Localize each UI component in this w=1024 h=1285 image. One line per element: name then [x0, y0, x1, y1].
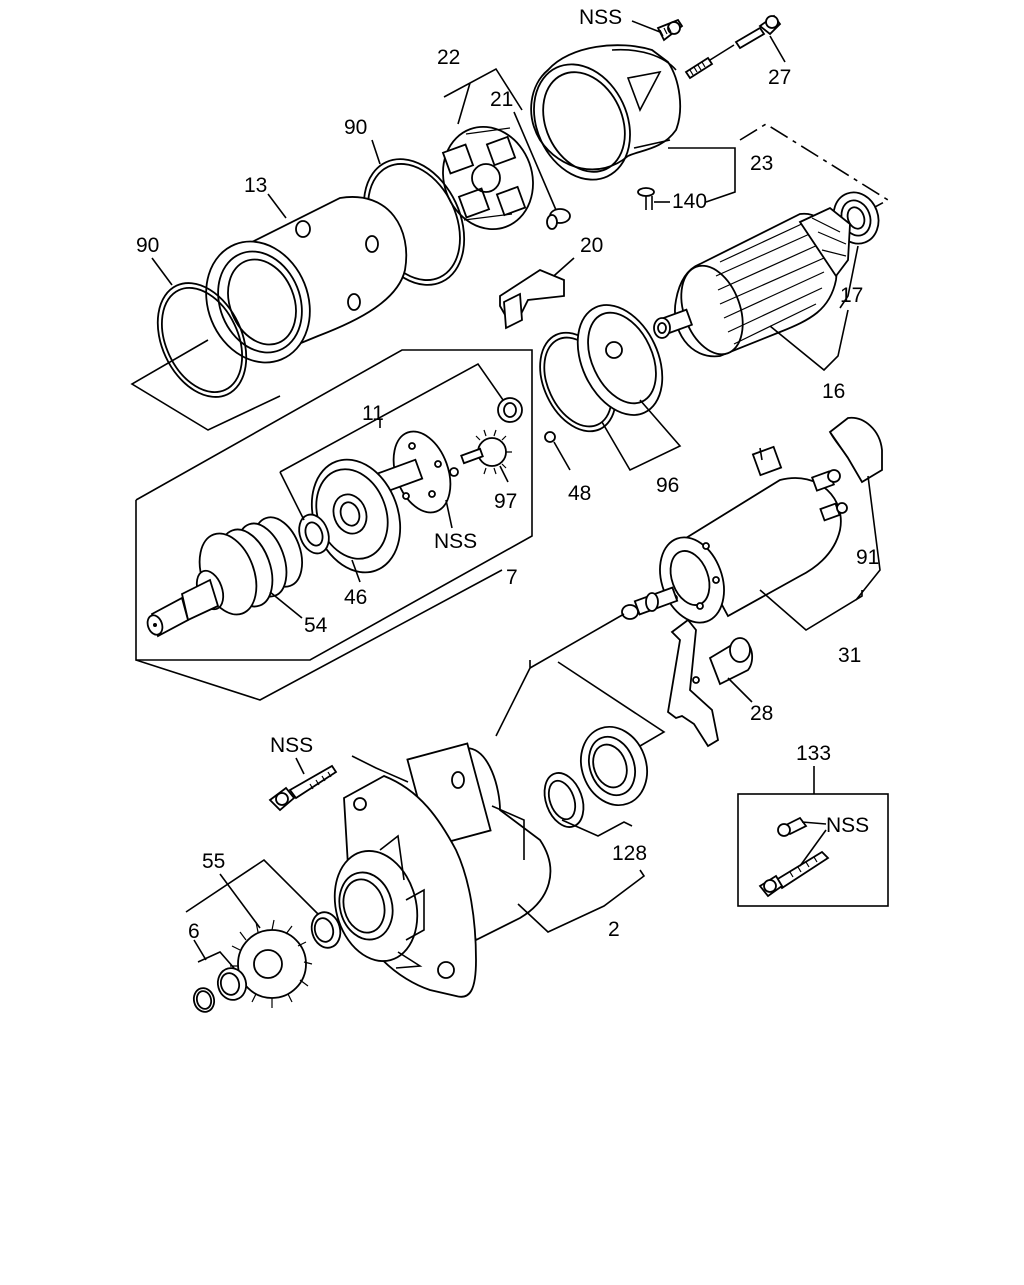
label-23: 23 — [750, 152, 773, 175]
label-48: 48 — [568, 482, 591, 505]
armature-16 — [653, 206, 851, 372]
bolt-kit-box-133 — [737, 766, 889, 907]
housing-bolt-nss — [268, 757, 338, 812]
label-54: 54 — [304, 614, 328, 637]
housing-dash-guide — [495, 660, 666, 747]
clutch-pinion-drive — [376, 430, 459, 529]
washer-inner — [279, 471, 330, 555]
o-ring-90-left — [130, 257, 281, 431]
label-22: 22 — [437, 46, 460, 69]
label-96: 96 — [656, 474, 679, 497]
label-nss-lower: NSS — [270, 734, 313, 757]
label-21: 21 — [490, 88, 513, 111]
label-128: 128 — [612, 842, 647, 865]
label-27: 27 — [768, 66, 791, 89]
stop-ring-6 — [192, 939, 248, 1013]
rear-cover-screw-nss — [631, 18, 684, 42]
rear-cover-23 — [530, 44, 736, 203]
through-bolt-27 — [684, 14, 786, 80]
label-28: 28 — [750, 702, 773, 725]
drive-housing-2 — [333, 742, 646, 998]
label-nss-mid: NSS — [434, 530, 477, 553]
brush-21 — [513, 111, 571, 230]
label-97: 97 — [494, 490, 517, 513]
label-nss-box: NSS — [826, 814, 869, 837]
pinion-gear-97 — [460, 429, 512, 483]
yoke-13 — [205, 193, 408, 364]
drive-clutch-46 — [310, 458, 402, 583]
label-46: 46 — [344, 586, 367, 609]
label-90-upper: 90 — [344, 116, 367, 139]
label-17: 17 — [840, 284, 863, 307]
label-31: 31 — [838, 644, 861, 667]
label-2: 2 — [608, 918, 620, 941]
clutch-assembly-frame-7 — [135, 349, 533, 701]
bearing-128 — [543, 725, 648, 837]
label-133: 133 — [796, 742, 831, 765]
label-13: 13 — [244, 174, 267, 197]
label-20: 20 — [580, 234, 603, 257]
shift-lever-28 — [667, 618, 754, 748]
label-nss-top: NSS — [579, 6, 622, 29]
ball-48 — [544, 431, 571, 471]
label-16: 16 — [822, 380, 845, 403]
screw-140 — [637, 187, 670, 210]
label-6: 6 — [188, 920, 200, 943]
brush-holder-22 — [441, 67, 534, 231]
washer-96 — [539, 304, 682, 472]
cap-91 — [828, 417, 883, 601]
spacer-ring — [310, 911, 342, 949]
bracket-20 — [499, 257, 575, 330]
shaft-group-11 — [279, 362, 511, 473]
pinion-gear-55 — [185, 858, 319, 1008]
bushing-small — [497, 397, 523, 423]
label-55: 55 — [202, 850, 225, 873]
label-7: 7 — [506, 566, 518, 589]
label-140: 140 — [672, 190, 707, 213]
label-91: 91 — [856, 546, 879, 569]
label-11: 11 — [362, 402, 384, 425]
label-90-left: 90 — [136, 234, 159, 257]
pinion-shaft-54 — [146, 516, 303, 638]
solenoid-31 — [529, 445, 863, 669]
